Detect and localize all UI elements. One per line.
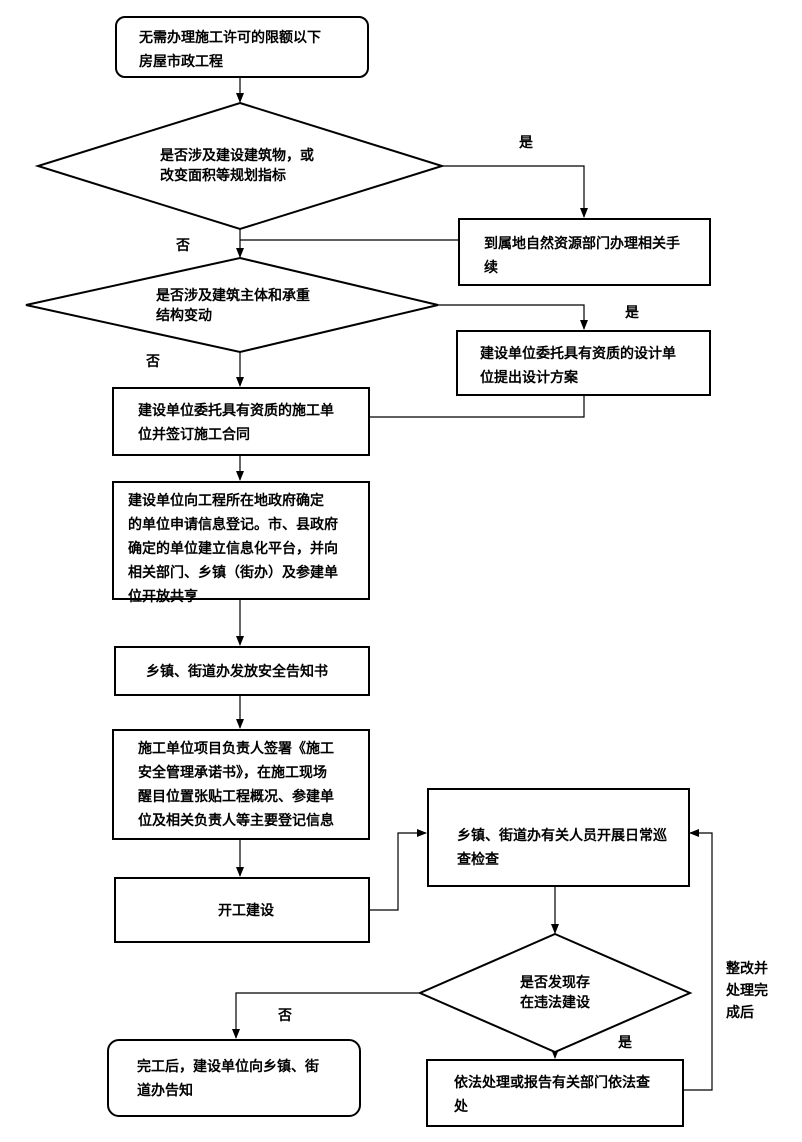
- arrow-d3-no-to-finish: [232, 992, 420, 1039]
- commit-box-text: 施工单位项目负责人签署《施工 安全管理承诺书》，在施工现场 醒目位置张贴工程概况…: [138, 741, 334, 829]
- handle-box-text: 依法处理或报告有关部门依法查 处: [454, 1075, 650, 1115]
- design-box: 建设单位委托具有资质的设计单 位提出设计方案: [456, 330, 711, 396]
- decision-building-text: 是否涉及建设建筑物，或 改变面积等规划指标: [160, 148, 314, 184]
- start-box-text: 无需办理施工许可的限额以下 房屋市政工程: [139, 30, 321, 70]
- start-box: 无需办理施工许可的限额以下 房屋市政工程: [115, 16, 369, 78]
- decision-illegal-text: 是否发现存 在违法建设: [520, 975, 590, 1011]
- start-build-box: 开工建设: [114, 877, 370, 943]
- notice-box-text: 乡镇、街道办发放安全告知书: [146, 664, 328, 680]
- arrow-d1-yes-to-resource: [442, 165, 588, 218]
- handle-box: 依法处理或报告有关部门依法查 处: [426, 1059, 684, 1127]
- label-yes-building: 是: [519, 135, 533, 151]
- decision-structure-diamond: [25, 256, 439, 354]
- commit-box: 施工单位项目负责人签署《施工 安全管理承诺书》，在施工现场 醒目位置张贴工程概况…: [112, 729, 370, 840]
- label-rectify-loop: 整改并 处理完 成后: [726, 961, 768, 1021]
- label-no-structure: 否: [146, 354, 160, 370]
- start-build-box-text: 开工建设: [218, 903, 274, 919]
- arrow-handle-loop-to-inspect: [684, 829, 713, 1091]
- register-box-text: 建设单位向工程所在地政府确定 的单位申请信息登记。市、县政府 确定的单位建立信息…: [128, 493, 338, 605]
- label-yes-illegal: 是: [618, 1035, 632, 1051]
- design-box-text: 建设单位委托具有资质的设计单 位提出设计方案: [480, 346, 676, 386]
- contract-box: 建设单位委托具有资质的施工单 位并签订施工合同: [112, 387, 370, 456]
- resource-box-text: 到属地自然资源部门办理相关手 续: [484, 236, 680, 276]
- label-no-building: 否: [176, 238, 190, 254]
- contract-box-text: 建设单位委托具有资质的施工单 位并签订施工合同: [138, 403, 334, 443]
- label-yes-structure: 是: [625, 305, 639, 321]
- finish-box-text: 完工后，建设单位向乡镇、街 道办告知: [137, 1059, 319, 1099]
- arrow-d2-yes-to-design: [438, 304, 588, 330]
- arrow-startbuild-to-inspect: [370, 829, 427, 911]
- resource-box: 到属地自然资源部门办理相关手 续: [458, 218, 711, 286]
- inspect-box: 乡镇、街道办有关人员开展日常巡 查检查: [427, 788, 690, 887]
- finish-box: 完工后，建设单位向乡镇、街 道办告知: [107, 1039, 361, 1117]
- decision-structure-text: 是否涉及建筑主体和承重 结构变动: [156, 288, 310, 324]
- decision-building-diamond: [34, 101, 446, 231]
- decision-illegal-diamond: [417, 932, 693, 1054]
- register-box: 建设单位向工程所在地政府确定 的单位申请信息登记。市、县政府 确定的单位建立信息…: [112, 481, 370, 605]
- notice-box: 乡镇、街道办发放安全告知书: [114, 646, 370, 696]
- label-no-illegal: 否: [278, 1008, 292, 1024]
- inspect-box-text: 乡镇、街道办有关人员开展日常巡 查检查: [457, 828, 667, 868]
